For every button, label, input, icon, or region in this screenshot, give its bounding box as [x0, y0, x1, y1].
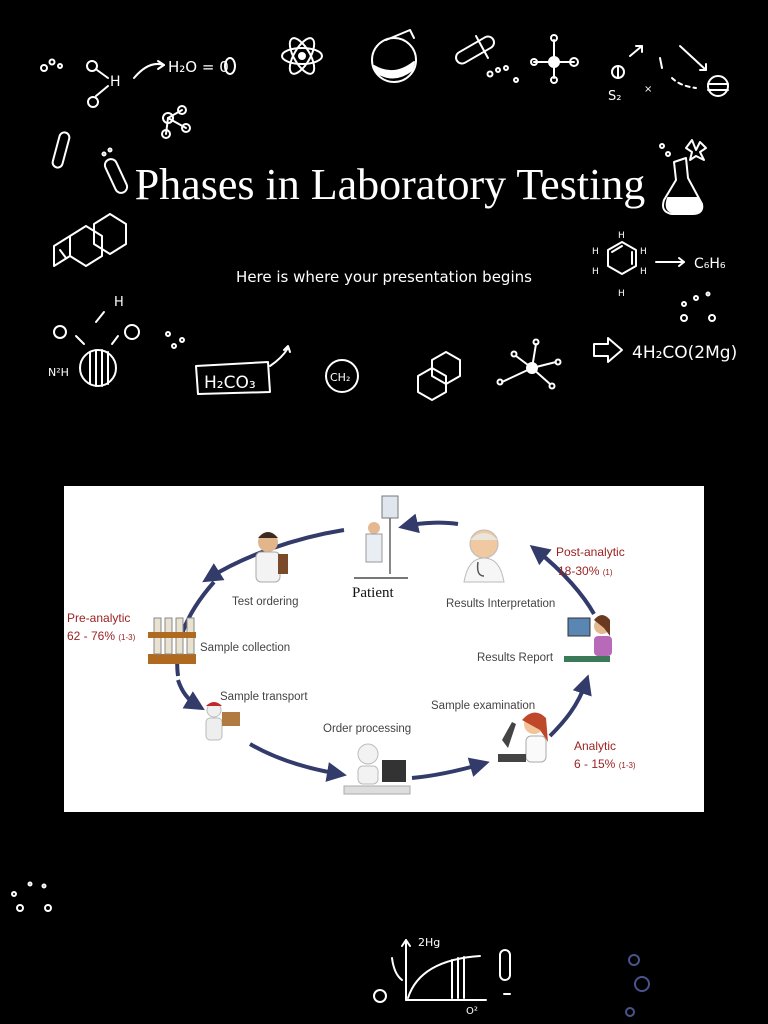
- phase-post-analytic-name: Post-analytic: [556, 545, 625, 559]
- svg-text:O²: O²: [466, 1006, 478, 1017]
- step-test-ordering: Test ordering: [232, 596, 298, 608]
- svg-text:CH₂: CH₂: [330, 371, 350, 384]
- svg-text:H₂CO₃: H₂CO₃: [204, 373, 256, 393]
- carbonic-acid-box-icon: H₂CO₃: [195, 345, 291, 395]
- molecule-structure-icon: [530, 34, 579, 84]
- ch2-circle-icon: CH₂: [325, 359, 359, 393]
- molecule-node-icon: [161, 105, 191, 139]
- phase-post-analytic-value: 18-30% (1): [558, 564, 613, 578]
- bubbles-icon: [680, 291, 716, 322]
- conical-flask-icon: [659, 139, 707, 215]
- svg-text:H: H: [592, 267, 599, 277]
- patient-label: Patient: [352, 585, 394, 601]
- phase-analytic-range: 6 - 15%: [574, 757, 616, 771]
- scientist-microscope-icon: [498, 712, 548, 763]
- bubbles-icon: [625, 954, 650, 1017]
- svg-text:C₆H₆: C₆H₆: [694, 256, 726, 272]
- hexagon-rings-icon: [417, 351, 461, 401]
- doctor-icon: [255, 532, 288, 583]
- atom-icon: [281, 37, 323, 75]
- step-sample-collection: Sample collection: [200, 642, 290, 654]
- svg-text:H₂O = 0: H₂O = 0: [168, 58, 229, 76]
- reaction-sketch-icon: S₂ ×: [608, 45, 729, 104]
- svg-text:H: H: [110, 74, 121, 90]
- molecule-sketch-icon: H H₂O = 0: [86, 57, 236, 108]
- consultant-icon: [463, 529, 505, 583]
- slide-subtitle: Here is where your presentation begins: [236, 268, 532, 286]
- test-tube-icon: [51, 131, 71, 169]
- phase-post-analytic-range: 18-30%: [558, 564, 600, 578]
- svg-text:H: H: [640, 247, 647, 257]
- step-results-report: Results Report: [477, 652, 554, 664]
- office-worker-icon: [564, 615, 612, 662]
- phase-pre-analytic-value: 62 - 76% (1-3): [67, 629, 136, 643]
- step-sample-transport: Sample transport: [220, 691, 308, 703]
- arrow-formula-icon: 4H₂CO(2Mg): [593, 337, 737, 363]
- benzene-icon: H HH HH H C₆H₆: [592, 231, 726, 299]
- step-results-interpretation: Results Interpretation: [446, 598, 555, 610]
- svg-text:2Hg: 2Hg: [418, 936, 440, 949]
- courier-icon: [205, 702, 240, 741]
- bubbles-icon: [40, 58, 63, 72]
- phase-pre-analytic-name: Pre-analytic: [67, 611, 130, 625]
- step-order-processing: Order processing: [323, 723, 411, 735]
- iv-stand-icon: [354, 495, 408, 579]
- reaction-diagram-icon: H N²H: [48, 295, 185, 387]
- svg-text:N²H: N²H: [48, 366, 69, 379]
- svg-text:H: H: [618, 289, 625, 299]
- bubbles-icon: [11, 881, 52, 912]
- svg-text:×: ×: [644, 84, 652, 95]
- phase-pre-analytic-range: 62 - 76%: [67, 629, 115, 643]
- test-tube-icon: [101, 147, 129, 194]
- graph-sketch-icon: 2Hg O²: [373, 936, 511, 1017]
- bubbles-icon: [486, 65, 519, 83]
- lab-testing-cycle-diagram: Patient: [64, 486, 704, 812]
- svg-text:H: H: [592, 247, 599, 257]
- test-tubes-rack-icon: [148, 617, 196, 664]
- phase-analytic-name: Analytic: [574, 739, 616, 753]
- round-flask-icon: [371, 29, 417, 83]
- molecule-star-icon: [496, 338, 562, 390]
- svg-text:H: H: [114, 295, 124, 310]
- computer-user-icon: [343, 743, 411, 795]
- phase-post-analytic-ref: (1): [603, 568, 613, 577]
- svg-text:H: H: [618, 231, 625, 241]
- phase-analytic-ref: (1-3): [619, 761, 636, 770]
- svg-text:H: H: [640, 267, 647, 277]
- test-tube-icon: [455, 35, 495, 65]
- phase-pre-analytic-ref: (1-3): [118, 633, 135, 642]
- hexagon-rings-icon: [53, 213, 127, 267]
- svg-text:S₂: S₂: [608, 89, 621, 104]
- phase-analytic-value: 6 - 15% (1-3): [574, 757, 636, 771]
- slide-title: Phases in Laboratory Testing: [134, 160, 646, 209]
- svg-text:4H₂CO(2Mg): 4H₂CO(2Mg): [632, 343, 737, 363]
- step-sample-examination: Sample examination: [431, 700, 535, 712]
